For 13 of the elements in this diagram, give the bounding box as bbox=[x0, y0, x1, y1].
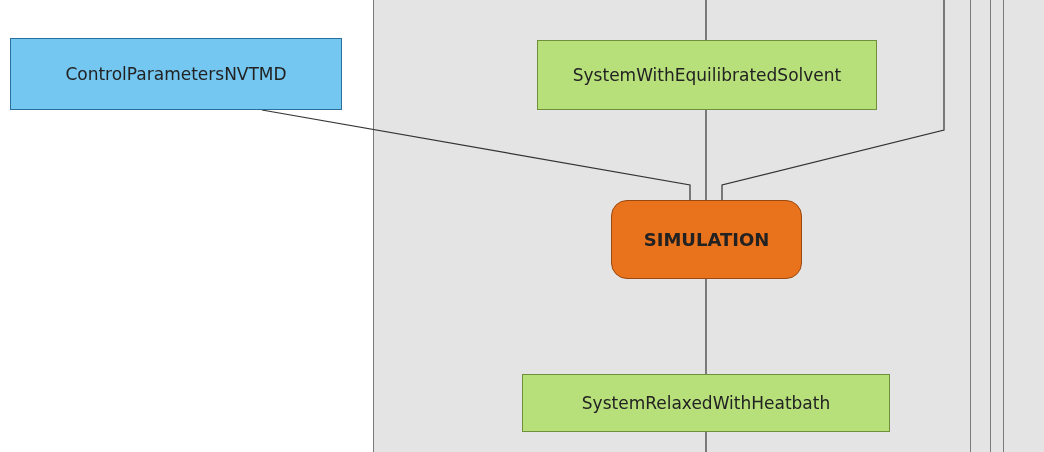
node-label: SystemRelaxedWithHeatbath bbox=[581, 393, 831, 413]
process-box bbox=[611, 200, 802, 279]
connector-line bbox=[705, 109, 707, 201]
data-box bbox=[522, 374, 890, 432]
connector-line bbox=[721, 0, 945, 201]
connector-line bbox=[705, 431, 707, 452]
data-box bbox=[537, 40, 877, 110]
node-label: ControlParametersNVTMD bbox=[65, 64, 287, 84]
connector-line bbox=[705, 0, 707, 41]
connector-line bbox=[705, 278, 707, 375]
node-label: SystemWithEquilibratedSolvent bbox=[572, 65, 842, 85]
node-label: SIMULATION bbox=[643, 229, 770, 250]
parameter-box bbox=[10, 38, 342, 110]
